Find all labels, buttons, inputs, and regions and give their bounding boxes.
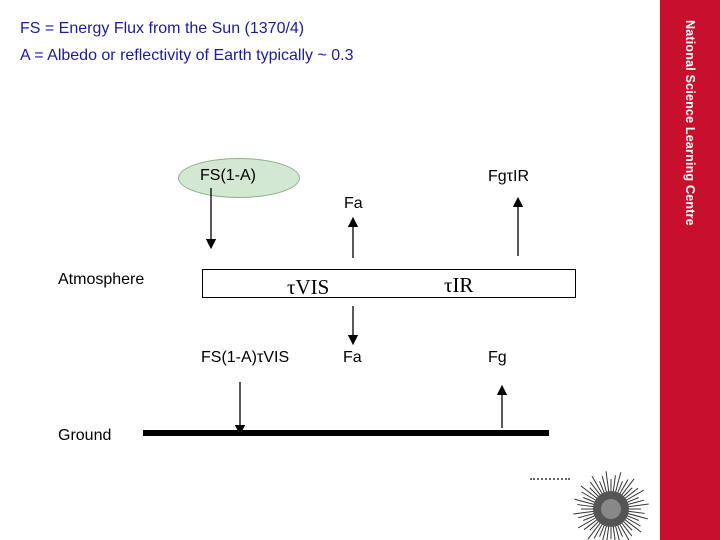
seed-spike	[612, 522, 616, 540]
outgoing-ir-label: FgτIR	[488, 168, 529, 185]
branding-text: National Science Learning Centre	[683, 20, 697, 226]
branding-bar: National Science Learning Centre	[660, 0, 720, 540]
transmitted-flux-label: FS(1-A)τVIS	[201, 349, 290, 366]
header-line-solar-flux: FS = Energy Flux from the Sun (1370/4)	[20, 20, 305, 37]
tau-ir-label: τIR	[444, 273, 474, 297]
ground-emission-label: Fg	[488, 349, 507, 366]
header-line-albedo: A = Albedo or reflectivity of Earth typi…	[20, 47, 354, 64]
tau-vis-label: τVIS	[287, 275, 330, 299]
atmosphere-label: Atmosphere	[58, 271, 145, 288]
seed-spike	[605, 471, 610, 496]
atmosphere-upward-flux-label: Fa	[344, 195, 363, 212]
atmosphere-layer	[202, 269, 576, 298]
atmosphere-downward-flux-label: Fa	[343, 349, 362, 366]
ground-label: Ground	[58, 427, 112, 444]
incoming-flux-label: FS(1-A)	[200, 167, 256, 184]
seed-head-logo-icon	[573, 471, 649, 540]
ground-surface-line	[143, 430, 549, 436]
logo-dots	[530, 478, 570, 484]
incoming-energy-ellipse	[178, 158, 300, 198]
seed-spike	[619, 478, 635, 499]
seed-spike	[591, 475, 605, 498]
